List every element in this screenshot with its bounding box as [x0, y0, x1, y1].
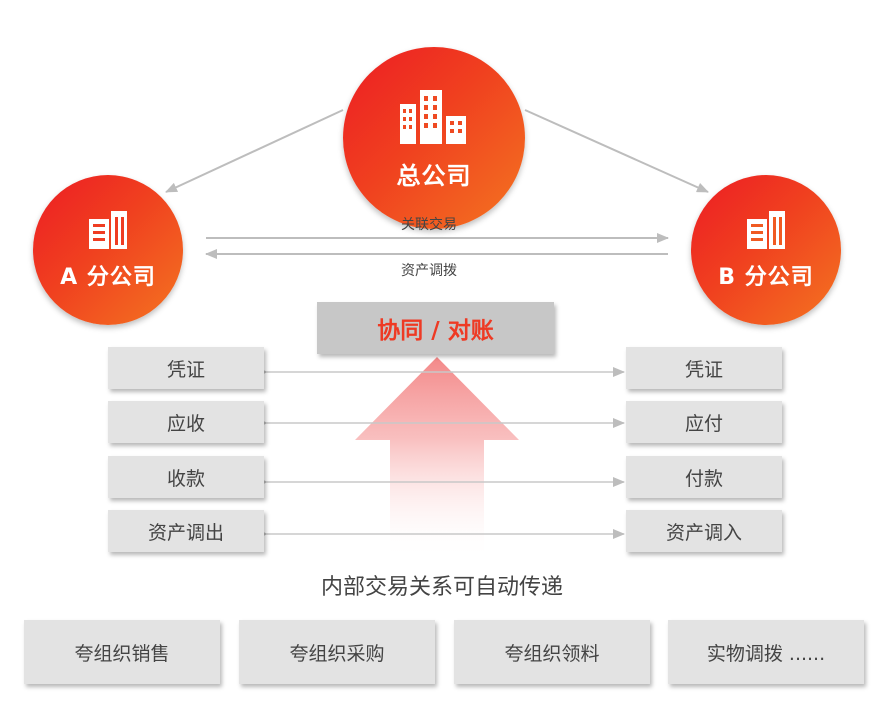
branch-a-node: A 分公司 [33, 175, 183, 325]
bottom-item-cross-org-material: 夸组织领料 [454, 620, 650, 684]
auto-transfer-caption: 内部交易关系可自动传递 [320, 575, 563, 600]
building-icon [400, 89, 466, 144]
right-item-payable: 应付 [626, 401, 782, 443]
left-item-asset-out: 资产调出 [108, 510, 264, 552]
reconcile-box: 协同 / 对账 [317, 302, 554, 354]
building-icon [89, 211, 127, 249]
right-item-asset-in: 资产调入 [626, 510, 782, 552]
hq-to-a-line [165, 109, 344, 193]
branch-a-label: A 分公司 [60, 265, 156, 290]
hq-node: 总公司 [343, 47, 525, 229]
bottom-item-cross-org-sales: 夸组织销售 [24, 620, 220, 684]
hq-label: 总公司 [396, 161, 472, 190]
branch-b-label: B 分公司 [718, 265, 814, 290]
right-item-payment: 付款 [626, 456, 782, 498]
left-item-voucher: 凭证 [108, 347, 264, 389]
related-transaction-label: 关联交易 [401, 217, 457, 233]
right-item-voucher: 凭证 [626, 347, 782, 389]
hq-to-b-line [524, 109, 709, 193]
left-item-collection: 收款 [108, 456, 264, 498]
left-item-receivable: 应收 [108, 401, 264, 443]
bottom-item-physical-transfer: 实物调拨 ...... [668, 620, 864, 684]
bottom-item-cross-org-purchase: 夸组织采购 [239, 620, 435, 684]
big-up-arrow [355, 357, 519, 560]
branch-b-node: B 分公司 [691, 175, 841, 325]
asset-transfer-label: 资产调拨 [401, 263, 457, 279]
building-icon [747, 211, 785, 249]
